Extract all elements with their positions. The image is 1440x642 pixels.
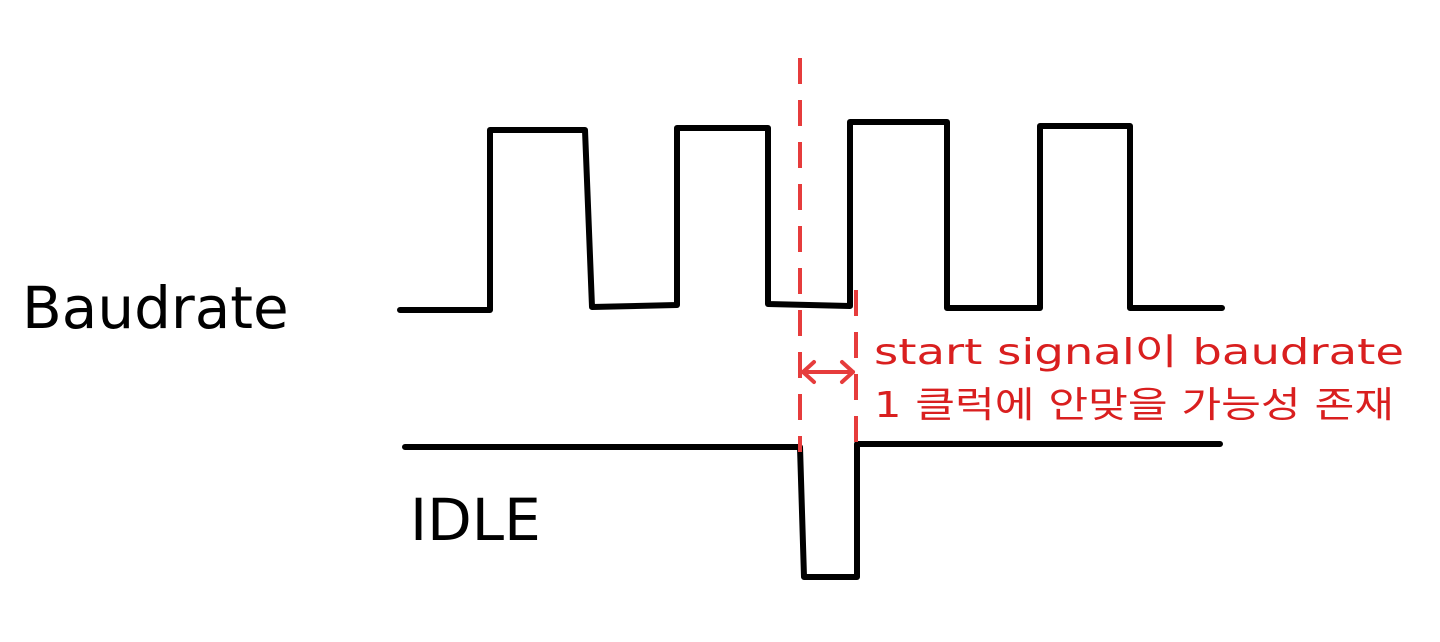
baudrate-label: Baudrate	[22, 274, 289, 342]
annotation-line-2: 1 클럭에 안맞을 가능성 존재	[874, 385, 1394, 426]
idle-label: IDLE	[410, 486, 541, 554]
idle-waveform	[402, 441, 1223, 580]
baudrate-waveform	[397, 119, 1225, 313]
double-arrow-icon	[801, 360, 855, 384]
annotation-line-1: start signal이 baudrate	[874, 332, 1404, 373]
